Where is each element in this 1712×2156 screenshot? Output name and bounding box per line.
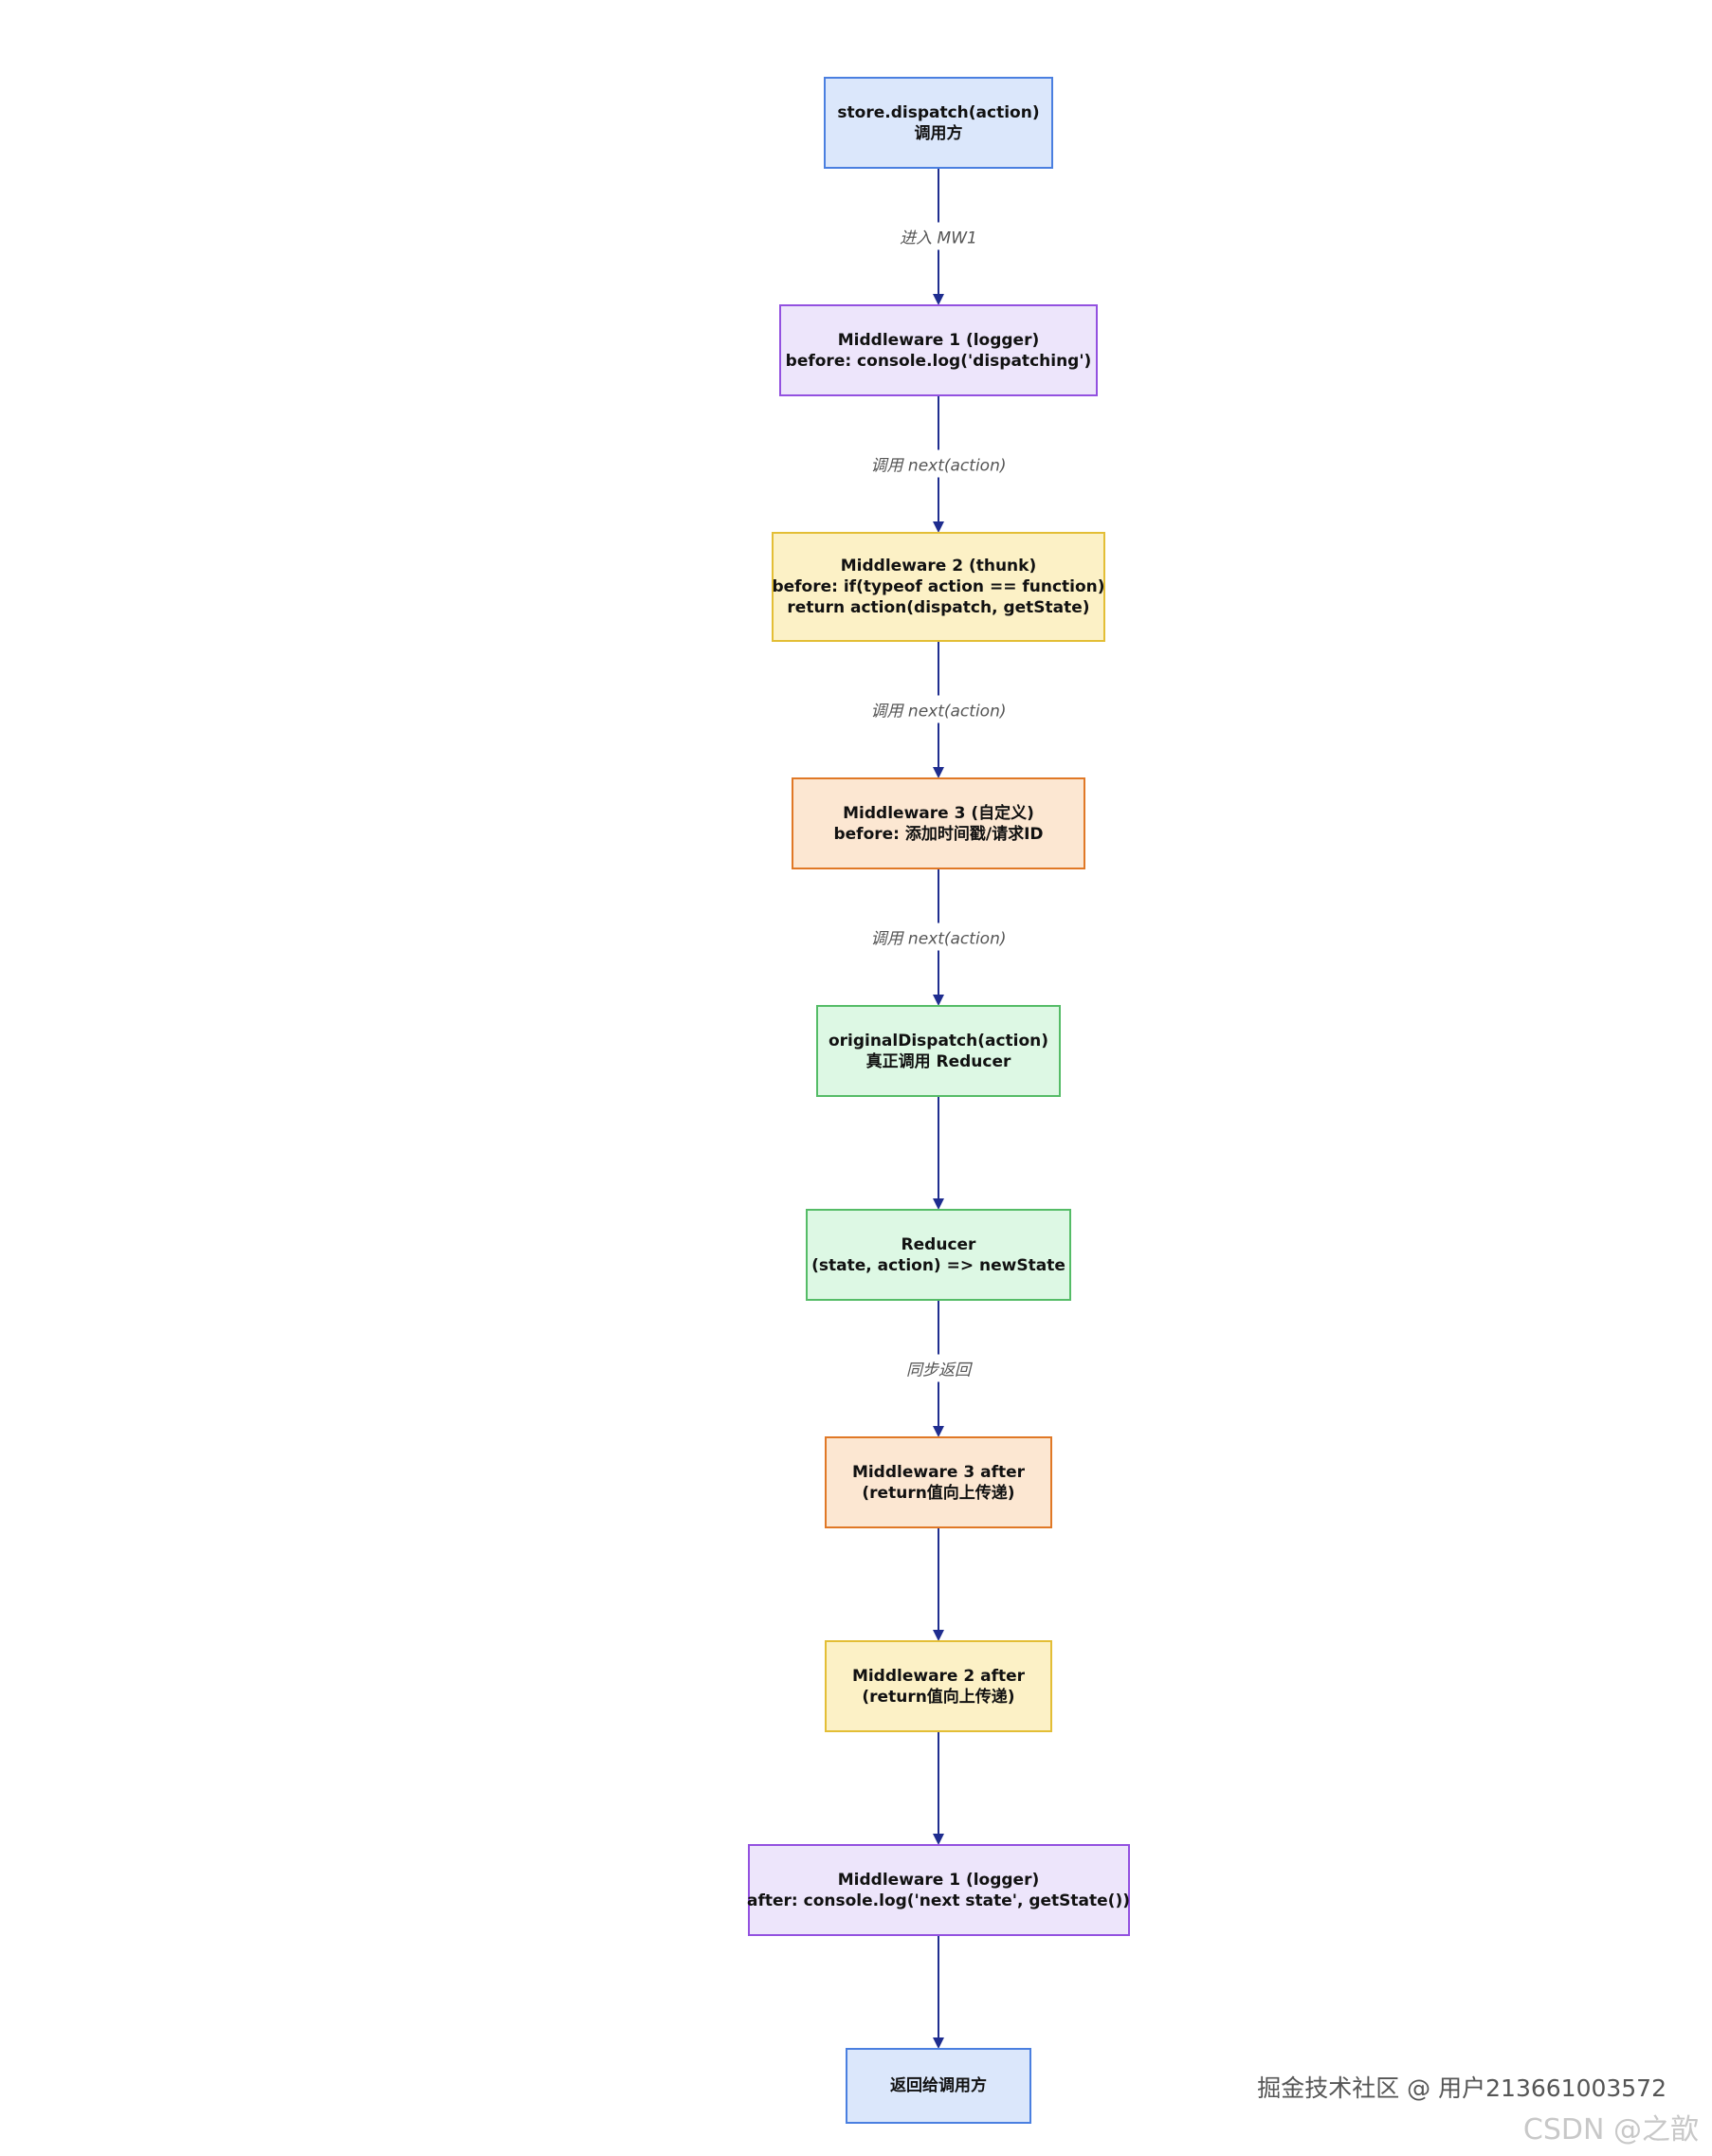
- node-mw1-after: Middleware 1 (logger)after: console.log(…: [747, 1844, 1130, 1936]
- node-label-line: (state, action) => newState: [811, 1255, 1065, 1275]
- watermark-juejin: 掘金技术社区 @ 用户213661003572: [1257, 2074, 1666, 2102]
- node-label-line: after: console.log('next state', getStat…: [747, 1891, 1130, 1910]
- node-mw3-after: Middleware 3 after(return值向上传递): [825, 1436, 1052, 1528]
- node-mw2-after: Middleware 2 after(return值向上传递): [825, 1640, 1052, 1732]
- node-label-line: before: 添加时间戳/请求ID: [833, 824, 1044, 844]
- node-reducer: Reducer(state, action) => newState: [806, 1209, 1071, 1301]
- node-label-line: return action(dispatch, getState): [787, 598, 1090, 617]
- edge-label: 进入 MW1: [894, 222, 983, 250]
- node-label-line: Middleware 3 after: [851, 1462, 1026, 1482]
- node-return-caller: 返回给调用方: [846, 2048, 1031, 2124]
- node-label-line: (return值向上传递): [862, 1687, 1015, 1707]
- edge-label: 同步返回: [901, 1354, 976, 1382]
- node-label-line: 真正调用 Reducer: [865, 1051, 1011, 1071]
- node-label-line: Middleware 1 (logger): [837, 1870, 1040, 1890]
- node-label-line: Reducer: [901, 1234, 976, 1254]
- node-label-line: 返回给调用方: [890, 2076, 987, 2095]
- node-mw3-before: Middleware 3 (自定义)before: 添加时间戳/请求ID: [792, 777, 1085, 869]
- node-dispatch-caller: store.dispatch(action)调用方: [824, 77, 1053, 169]
- node-label-line: Middleware 3 (自定义): [843, 803, 1034, 823]
- watermark-csdn: CSDN @之歆: [1522, 2113, 1699, 2147]
- node-label-line: before: console.log('dispatching'): [785, 351, 1092, 371]
- node-label-line: Middleware 1 (logger): [837, 330, 1040, 350]
- node-label-line: 调用方: [914, 123, 963, 143]
- node-label-line: (return值向上传递): [862, 1483, 1015, 1503]
- edge-label: 调用 next(action): [865, 923, 1012, 951]
- node-mw2-before: Middleware 2 (thunk)before: if(typeof ac…: [772, 532, 1105, 642]
- node-label-line: Middleware 2 (thunk): [840, 557, 1037, 576]
- edge-label: 调用 next(action): [865, 695, 1012, 723]
- node-label-line: Middleware 2 after: [851, 1666, 1026, 1686]
- node-mw1-before: Middleware 1 (logger)before: console.log…: [779, 304, 1098, 396]
- node-label-line: store.dispatch(action): [837, 102, 1040, 122]
- node-label-line: before: if(typeof action == function): [772, 577, 1105, 596]
- edge-label: 调用 next(action): [865, 449, 1012, 478]
- node-original-dispatch: originalDispatch(action)真正调用 Reducer: [816, 1005, 1061, 1097]
- node-label-line: originalDispatch(action): [828, 1031, 1049, 1051]
